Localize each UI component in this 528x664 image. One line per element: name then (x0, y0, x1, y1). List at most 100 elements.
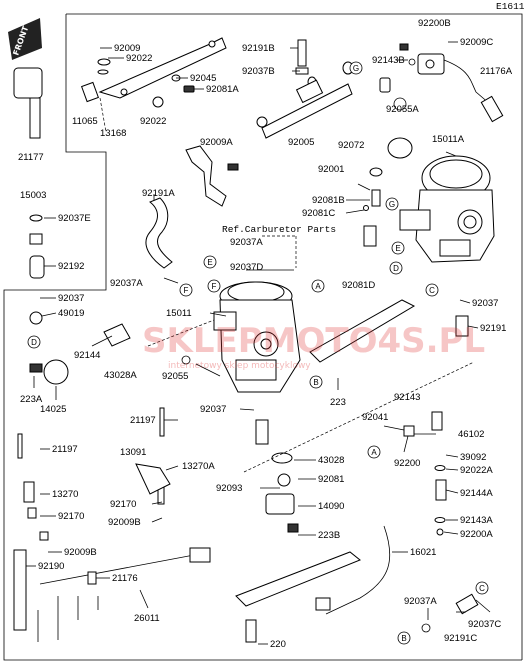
part-label: 92037 (472, 298, 498, 309)
part-label: 92143A (460, 515, 493, 526)
part-label: 21197 (130, 415, 156, 426)
reference-dashes (99, 97, 475, 473)
ref-carburetor-note: Ref.Carburetor Parts (222, 224, 336, 235)
part-label: 21177 (18, 152, 44, 163)
part-label: 26011 (134, 613, 160, 624)
part-label: 21176 (112, 573, 138, 584)
part-label: 92190 (38, 561, 64, 572)
part-label: 49019 (58, 308, 84, 319)
part-label: 92055A (386, 104, 419, 115)
part-label: 92037 (200, 404, 226, 415)
part-label: 92037A (404, 596, 437, 607)
part-label: 92037C (468, 619, 501, 630)
callout-a-1: A (311, 279, 325, 293)
part-label: 92081 (318, 474, 344, 485)
part-label: 92009A (200, 137, 233, 148)
leader-lines (26, 41, 491, 645)
part-label: 92144 (74, 350, 100, 361)
svg-text:C: C (479, 584, 485, 593)
part-label: 92081B (312, 195, 345, 206)
part-label: 92001 (318, 164, 344, 175)
part-label: 92200A (460, 529, 493, 540)
watermark: SKLEPMOTO4S.PL internetowy sklep motocyk… (142, 321, 485, 371)
part-label: 92037 (58, 293, 84, 304)
part-label: 21176A (480, 66, 513, 77)
callout-b-2: B (397, 631, 411, 645)
callout-f-2: F (179, 283, 193, 297)
part-label: 16021 (410, 547, 436, 558)
part-label: 11065 (72, 116, 98, 127)
part-label: 21197 (52, 444, 78, 455)
part-label: 92191 (480, 323, 506, 334)
callout-f-1: F (207, 279, 221, 293)
part-label: 43028 (318, 455, 344, 466)
part-label: 92055 (162, 371, 188, 382)
frame-lines (3, 13, 523, 661)
part-label: 13091 (120, 447, 146, 458)
part-label: 15011 (166, 308, 192, 319)
part-label: 92072 (338, 140, 364, 151)
part-label: 92093 (216, 483, 242, 494)
callout-a-2: A (367, 445, 381, 459)
part-label: 92037B (242, 66, 275, 77)
part-label: 92037E (58, 213, 91, 224)
part-label: 92191C (444, 633, 477, 644)
part-label: 15011A (432, 134, 465, 145)
callout-circles: A A B B C C D D E E F F G G (27, 61, 489, 645)
svg-text:G: G (389, 200, 395, 209)
callout-e-1: E (391, 241, 405, 255)
part-label: 92022A (460, 465, 493, 476)
part-label: 92009C (460, 37, 493, 48)
part-label: 39092 (460, 452, 486, 463)
part-label: 92037A (110, 278, 143, 289)
watermark-tagline: internetowy sklep motocyklowy (168, 361, 311, 371)
part-label: 92081C (302, 208, 335, 219)
part-label: 92022 (126, 53, 152, 64)
part-label: 92037D (230, 262, 263, 273)
part-shapes (13, 37, 504, 643)
svg-text:A: A (315, 282, 321, 291)
svg-text:C: C (429, 286, 435, 295)
part-label: 92022 (140, 116, 166, 127)
part-label: 92170 (58, 511, 84, 522)
part-label: 220 (270, 639, 286, 650)
part-label: 92081A (206, 84, 239, 95)
callout-c-1: C (425, 283, 439, 297)
watermark-brand: SKLEPMOTO4S.PL (142, 321, 485, 361)
part-label: 92170 (110, 499, 136, 510)
part-label: 92005 (288, 137, 314, 148)
part-labels: 92009 92022 92045 92081A 11065 13168 920… (18, 18, 513, 650)
part-label: 92143B (372, 55, 405, 66)
part-label: 92009 (114, 43, 140, 54)
part-label: 92200 (394, 458, 420, 469)
part-label: 14090 (318, 501, 344, 512)
svg-text:D: D (31, 338, 37, 347)
part-label: 13270 (52, 489, 78, 500)
svg-text:F: F (212, 282, 217, 291)
svg-text:F: F (184, 286, 189, 295)
part-label: 92009B (108, 517, 141, 528)
callout-g-2: G (385, 197, 399, 211)
part-label: 46102 (458, 429, 484, 440)
callout-e-2: E (203, 255, 217, 269)
part-label: 92200B (418, 18, 451, 29)
svg-text:E: E (395, 244, 400, 253)
part-label: 92191A (142, 188, 175, 199)
callout-g-1: G (349, 61, 363, 75)
part-label: 223 (330, 397, 346, 408)
svg-text:D: D (393, 264, 399, 273)
svg-text:A: A (371, 448, 377, 457)
part-label: 92009B (64, 547, 97, 558)
diagram-id: E1611 (496, 1, 525, 12)
part-label: 92045 (190, 73, 216, 84)
part-label: 14025 (40, 404, 66, 415)
part-label: 43028A (104, 370, 137, 381)
svg-text:G: G (353, 64, 359, 73)
svg-text:E: E (207, 258, 212, 267)
callout-d-1: D (389, 261, 403, 275)
callout-d-2: D (27, 335, 41, 349)
callout-c-2: C (475, 581, 489, 595)
callout-b-1: B (309, 375, 323, 389)
front-arrow-icon: FRONT (8, 18, 42, 60)
part-label: 223A (20, 394, 43, 405)
